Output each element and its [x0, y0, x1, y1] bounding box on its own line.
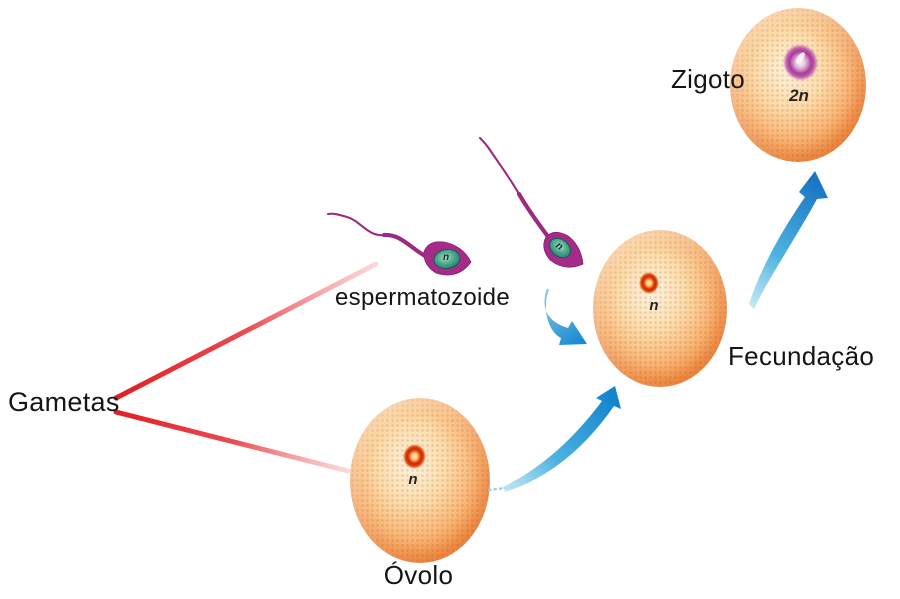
- sperm-free-tail-tip: [326, 212, 386, 237]
- sperm-fertilizing: [478, 136, 584, 268]
- label-zigoto: Zigoto: [670, 64, 745, 94]
- label-gametas: Gametas: [8, 387, 120, 417]
- sperm-fertilizing-nucleus: [549, 237, 571, 259]
- zigoto-ploidy: 2n: [789, 86, 809, 105]
- sperm-free-nucleus: [433, 248, 461, 270]
- ovolo-ploidy: n: [408, 471, 418, 488]
- sperm-free: [326, 212, 472, 276]
- sperm-free-tail: [381, 232, 430, 260]
- dotted-trail: [487, 485, 514, 492]
- sperm-fertilizing-tail: [516, 191, 552, 241]
- arrow-fecundacao-to-zigoto: [749, 171, 828, 309]
- red-pointer-line-to-egg: [113, 409, 351, 474]
- label-espermatozoide: espermatozoide: [335, 284, 510, 311]
- arrow-ovolo-to-fecundacao: [503, 386, 621, 492]
- fertilized-egg-cell: [593, 230, 727, 387]
- red-pointer-line-to-sperm: [113, 261, 379, 401]
- ovolo-cell: [350, 398, 490, 563]
- sperm-free-ploidy: n: [443, 252, 450, 263]
- label-fecundacao: Fecundação: [728, 341, 875, 371]
- label-ovolo: Óvolo: [383, 560, 454, 590]
- sperm-fertilizing-tail-tip: [478, 136, 521, 196]
- zigoto-cell: [730, 8, 866, 162]
- fertilized-egg-ploidy: n: [649, 297, 659, 314]
- arrow-sperm-into-egg: [544, 288, 587, 345]
